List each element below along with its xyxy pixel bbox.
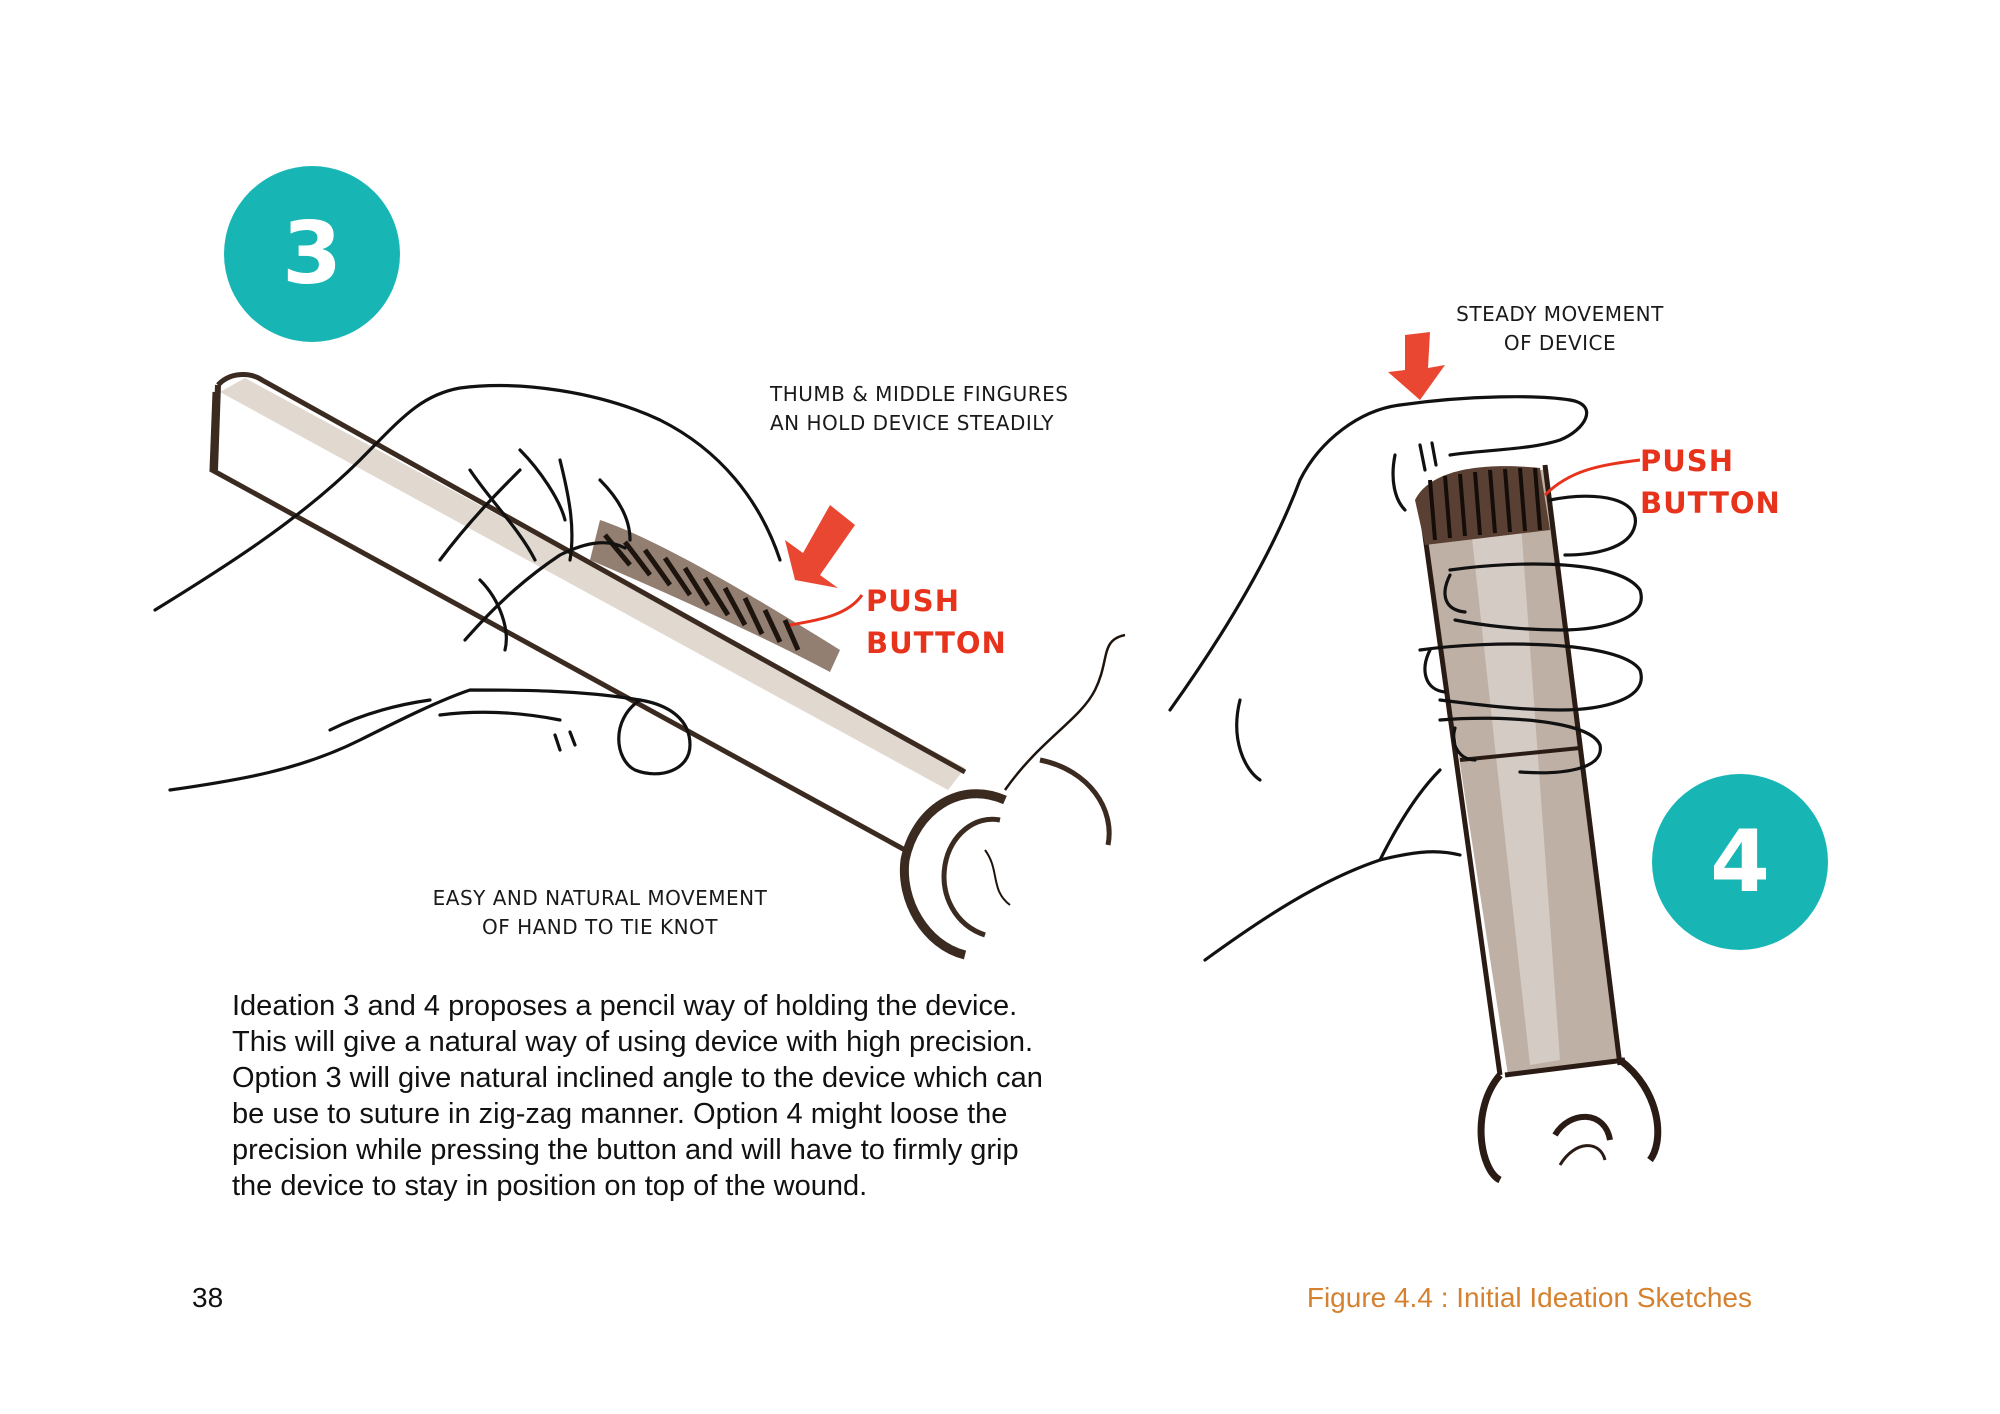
arrow-right [1388,332,1641,497]
body-line: precision while pressing the button and … [232,1134,1019,1166]
body-line: be use to suture in zig-zag manner. Opti… [232,1098,1008,1130]
figure-caption: Figure 4.4 : Initial Ideation Sketches [1306,1282,1752,1313]
body-line: Ideation 3 and 4 proposes a pencil way o… [232,990,1018,1022]
annotation-push-button-left: PUSH BUTTON [866,584,1007,660]
page-number: 38 [192,1282,224,1313]
body-line: the device to stay in position on top of… [232,1170,868,1202]
ideation-number-badge-4: 4 [1652,774,1828,950]
sketch-4-device [1415,464,1662,1184]
annotation-push-button-right: PUSH BUTTON [1640,444,1781,520]
annotation-thumb-fingers: THUMB & MIDDLE FINGURES AN HOLD DEVICE S… [770,382,1069,435]
annotation-easy-movement: EASY AND NATURAL MOVEMENT OF HAND TO TIE… [432,886,768,939]
body-line: This will give a natural way of using de… [232,1026,1034,1058]
sketch-4-hand [1168,395,1643,962]
arrow-left [785,505,864,627]
body-paragraph: Ideation 3 and 4 proposes a pencil way o… [232,988,1102,1204]
ideation-number-badge-3: 3 [224,166,400,342]
sketch-3-hand [153,383,782,792]
body-line: Option 3 will give natural inclined angl… [232,1062,1043,1094]
sketch-3-device [209,372,1126,960]
annotation-steady-movement: STEADY MOVEMENT OF DEVICE [1456,302,1664,355]
